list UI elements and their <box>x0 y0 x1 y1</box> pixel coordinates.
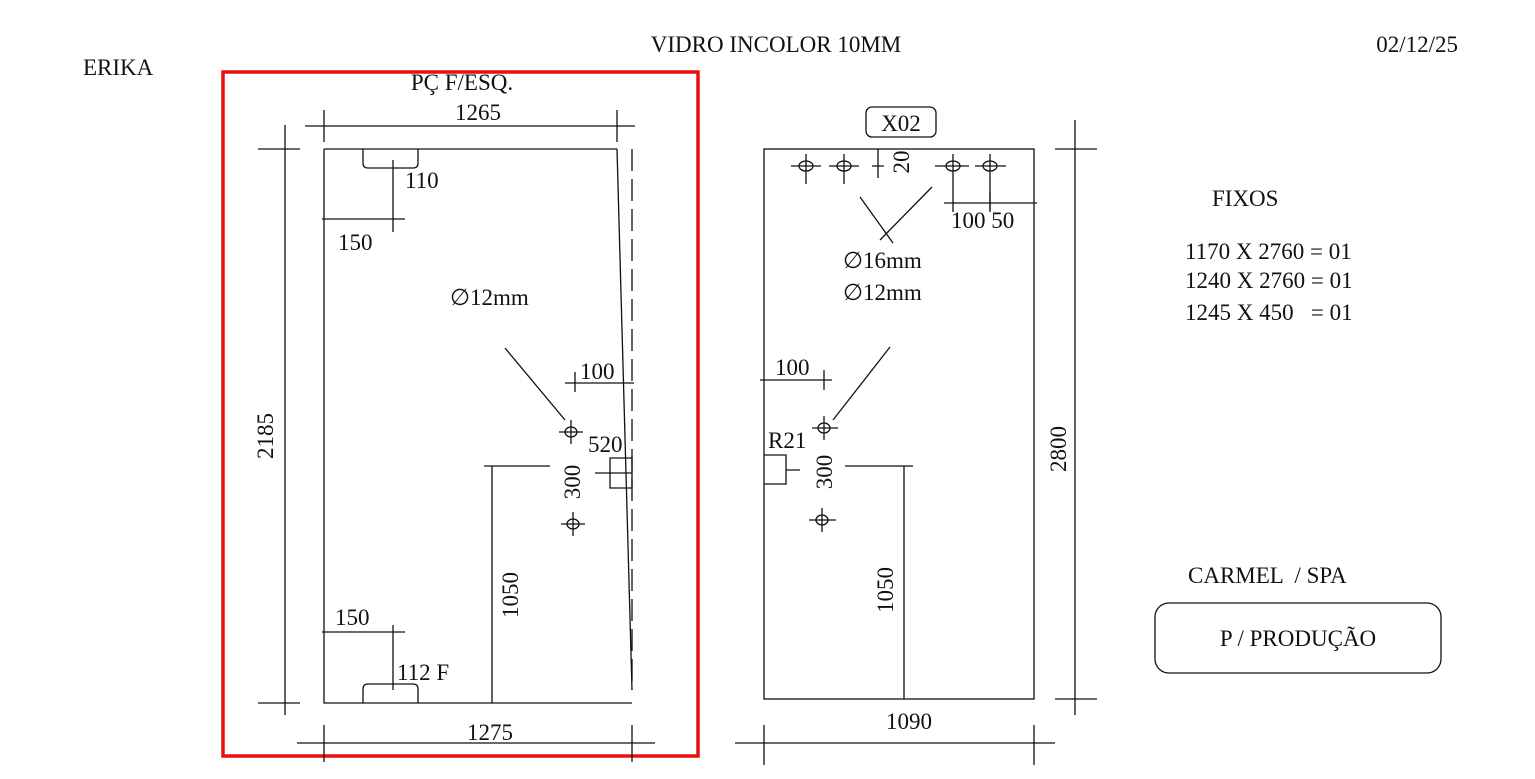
lock-cutout <box>595 457 633 489</box>
piece-title: PÇ F/ESQ. <box>411 70 513 95</box>
dim-hole-spacing: 300 <box>560 465 585 500</box>
dim-line-notch-bottom <box>322 625 405 690</box>
bottom-notch <box>362 683 419 703</box>
dim-hole-edge: 100 <box>775 355 810 380</box>
hole-marker <box>791 154 821 184</box>
fixed-item: 1240 X 2760 = 01 <box>1185 268 1353 293</box>
fixed-item: 1245 X 450 = 01 <box>1185 300 1353 325</box>
dim-line-width <box>735 725 1055 765</box>
dim-line-hole-height <box>845 465 913 699</box>
dim-notch-top-offset: 150 <box>338 230 373 255</box>
hole-marker <box>809 508 836 532</box>
dim-line-height <box>258 125 300 715</box>
status-label: P / PRODUÇÃO <box>1220 626 1376 651</box>
leader-lines <box>859 186 933 244</box>
hole-marker <box>561 512 585 536</box>
dim-line-height <box>1055 120 1097 715</box>
dim-height: 2185 <box>253 413 278 459</box>
client-name: ERIKA <box>83 55 154 80</box>
hole-marker <box>829 154 859 184</box>
dim-radius: R21 <box>768 428 806 453</box>
material-title: VIDRO INCOLOR 10MM <box>651 32 901 57</box>
dim-hole-edge: 100 <box>580 359 615 384</box>
dim-lock: 520 <box>588 432 623 457</box>
dim-hole-spacing-top: 100 50 <box>951 208 1014 233</box>
center-mark <box>872 149 884 178</box>
dim-line-notch-top <box>322 160 405 232</box>
dim-line-hole-edge <box>760 370 832 390</box>
project-name: CARMEL / SPA <box>1188 563 1347 588</box>
left-piece: PÇ F/ESQ. 1265 110 150 ∅12mm 100 520 300… <box>253 70 655 762</box>
dim-line-top <box>305 110 635 142</box>
selection-highlight[interactable] <box>221 70 700 758</box>
dim-notch-top: 110 <box>405 168 439 193</box>
hole-marker <box>812 416 838 440</box>
piece-code: X02 <box>881 111 921 136</box>
hole-marker <box>559 420 583 444</box>
hole-diameter-12: ∅12mm <box>843 280 922 305</box>
dim-width: 1090 <box>886 709 932 734</box>
dim-hole-height: 1050 <box>873 567 898 613</box>
hole-diameter: ∅12mm <box>450 285 529 310</box>
dim-notch-bottom: 112 F <box>397 660 449 685</box>
glass-outline <box>763 148 1035 700</box>
dim-bottom-width: 1275 <box>467 720 513 745</box>
leader-line <box>832 346 891 421</box>
dim-height: 2800 <box>1046 426 1071 472</box>
dim-line-hole-spacing <box>944 192 1037 212</box>
date: 02/12/25 <box>1376 32 1458 57</box>
dim-line-hole-edge <box>565 372 634 392</box>
dim-top-offset: 20 <box>889 151 914 174</box>
fixed-item: 1170 X 2760 = 01 <box>1185 239 1352 264</box>
dim-top-width: 1265 <box>455 100 501 125</box>
fixed-title: FIXOS <box>1212 186 1278 211</box>
top-notch <box>362 149 419 169</box>
dim-hole-spacing: 300 <box>812 455 837 490</box>
dim-notch-bottom-offset: 150 <box>335 605 370 630</box>
glass-outline <box>323 148 633 704</box>
hole-diameter-16: ∅16mm <box>843 248 922 273</box>
right-piece: X02 20 100 50 ∅16mm ∅12mm 100 R21 300 10… <box>735 106 1097 765</box>
status-box <box>1154 602 1442 674</box>
lock-cutout <box>764 454 800 485</box>
dim-line-hole-height <box>484 465 550 703</box>
dim-hole-height: 1050 <box>498 572 523 618</box>
code-box <box>865 106 937 138</box>
leader-line <box>504 347 566 421</box>
hole-marker <box>935 154 969 195</box>
dim-line-bottom <box>297 725 655 762</box>
